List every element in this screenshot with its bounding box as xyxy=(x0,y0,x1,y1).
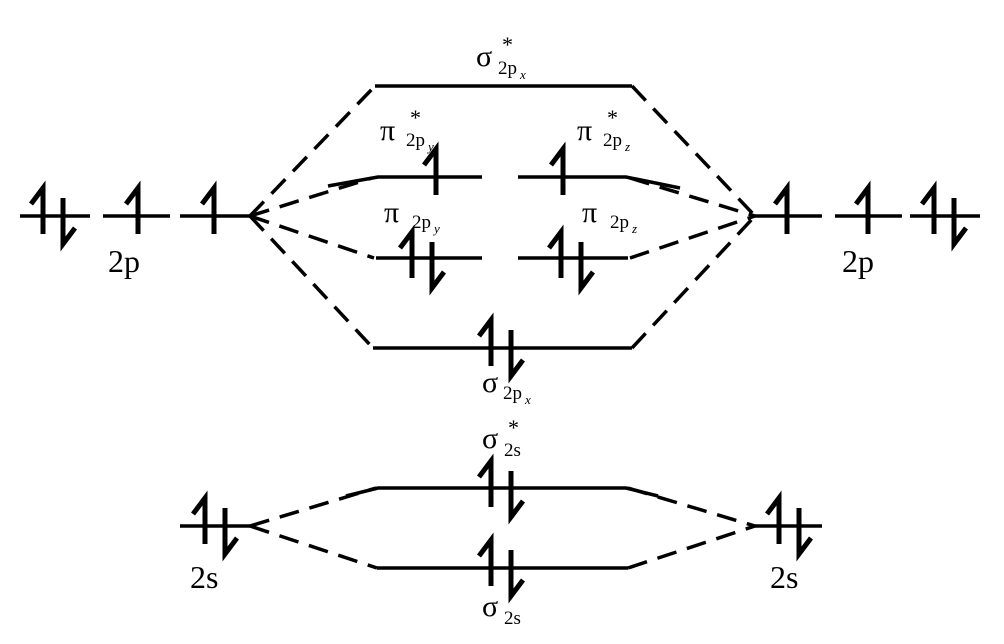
label-pi-star-2pz: π * 2p z xyxy=(577,105,630,154)
sigma-symbol: σ xyxy=(476,40,492,73)
orbital-subscript: 2s xyxy=(504,440,521,461)
axis-subscript: z xyxy=(624,139,630,154)
electron-down-arrow-icon xyxy=(799,508,811,554)
label-pi-star-2py: π * 2p y xyxy=(380,105,434,154)
electron-pair-pi-2py xyxy=(400,232,444,288)
electron-down-arrow-icon xyxy=(511,471,523,517)
corr-left-pi-star xyxy=(249,176,373,218)
label-sigma-2px: σ 2p x xyxy=(482,366,531,407)
label-pi-2pz: π 2p z xyxy=(582,196,637,236)
axis-subscript: y xyxy=(426,139,434,154)
pi-symbol: π xyxy=(582,196,597,229)
sigma-symbol: σ xyxy=(482,590,498,623)
orbital-subscript: 2p xyxy=(610,212,629,233)
level-sigma-star-2s xyxy=(345,486,659,498)
corr-right-pi-star xyxy=(629,176,756,218)
label-sigma-2s: σ 2s xyxy=(482,590,521,629)
label-right-2s: 2s xyxy=(770,559,798,595)
label-pi-2py: π 2p y xyxy=(384,196,440,236)
level-pi-star-2pz xyxy=(518,175,681,190)
electron-down-arrow-icon xyxy=(225,508,237,554)
electron-up-arrow-icon xyxy=(479,540,491,586)
electron-up-arrow-icon xyxy=(126,188,138,234)
level-pi-star-2py xyxy=(327,175,482,188)
corr-right-pi xyxy=(629,214,756,260)
label-sigma-star-2px: σ * 2p x xyxy=(476,32,526,82)
axis-subscript: x xyxy=(519,67,526,82)
electron-up-arrow-icon xyxy=(479,320,491,366)
electron-down-arrow-icon xyxy=(954,198,966,244)
label-left-2p: 2p xyxy=(108,243,140,279)
corr-left-sigma-star-2s xyxy=(249,486,377,528)
orbital-subscript: 2p xyxy=(503,383,522,404)
electron-up-arrow-icon xyxy=(922,188,934,234)
electron-down-arrow-icon xyxy=(511,330,523,376)
electron-up-arrow-icon xyxy=(400,232,412,278)
electron-pair-pi-2pz xyxy=(549,232,593,288)
electron-up-arrow-icon xyxy=(775,188,787,234)
orbital-subscript: 2s xyxy=(504,608,521,629)
axis-subscript: x xyxy=(524,392,531,407)
orbital-subscript: 2p xyxy=(406,130,425,151)
electron-up-arrow-icon xyxy=(193,498,205,544)
electron-up-arrow-icon xyxy=(424,149,436,195)
electron-up-arrow-icon xyxy=(549,232,561,278)
pi-symbol: π xyxy=(384,196,399,229)
electron-down-arrow-icon xyxy=(63,198,75,244)
label-sigma-star-2s: σ * 2s xyxy=(482,415,521,461)
star-superscript: * xyxy=(502,32,513,57)
star-superscript: * xyxy=(508,415,519,440)
electron-down-arrow-icon xyxy=(511,550,523,596)
electron-down-arrow-icon xyxy=(581,242,593,288)
pi-symbol: π xyxy=(380,114,395,147)
electron-down-arrow-icon xyxy=(432,242,444,288)
sigma-symbol: σ xyxy=(482,422,498,455)
star-superscript: * xyxy=(410,105,421,130)
electron-up-arrow-icon xyxy=(856,188,868,234)
corr-right-sigma-star-2s xyxy=(627,486,756,528)
corr-left-pi xyxy=(249,214,375,260)
electron-up-arrow-icon xyxy=(479,461,491,507)
corr-right-sigma-2s xyxy=(627,524,756,570)
corr-left-sigma-2s xyxy=(249,524,378,570)
electron-up-arrow-icon xyxy=(551,149,563,195)
axis-subscript: y xyxy=(432,221,440,236)
orbital-subscript: 2p xyxy=(498,58,517,79)
electron-up-arrow-icon xyxy=(31,188,43,234)
label-right-2p: 2p xyxy=(842,243,874,279)
sigma-symbol: σ xyxy=(482,366,498,399)
label-left-2s: 2s xyxy=(190,559,218,595)
electron-up-arrow-icon xyxy=(767,498,779,544)
axis-subscript: z xyxy=(631,221,637,236)
star-superscript: * xyxy=(607,105,618,130)
electron-up-arrow-icon xyxy=(202,188,214,234)
orbital-subscript: 2p xyxy=(603,130,622,151)
orbital-subscript: 2p xyxy=(412,212,431,233)
pi-symbol: π xyxy=(577,114,592,147)
